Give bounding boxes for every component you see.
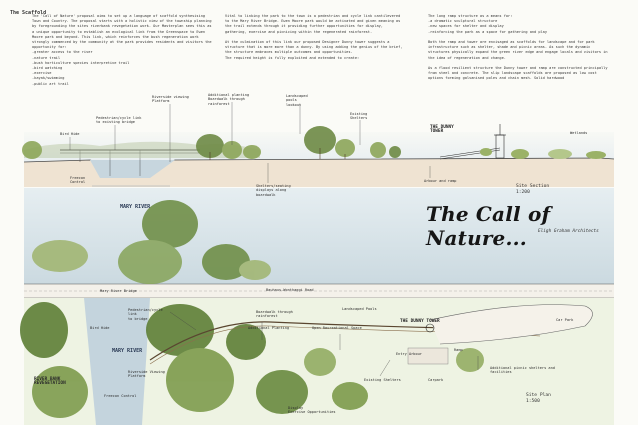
architect-credit: Eligh Graham Architects	[538, 229, 599, 234]
tag-plan-river-bank: RIVER BANK REVEGETATION	[34, 377, 66, 387]
tag-plan-boardwalk: Boardwalk through rainforest	[256, 310, 293, 319]
tag-plan-additional-picnic: Additional picnic shelters and facilitie…	[490, 366, 555, 375]
tag-plan-carpark: Carpark	[428, 378, 444, 382]
heading-scaffold: The Scaffold	[10, 10, 47, 16]
tag-section-landscaped-pools: Landscaped pools lookout	[286, 94, 308, 107]
site-section-scale: 1:200	[516, 190, 530, 195]
tag-plan-freecon-control: Freecon Control	[104, 394, 137, 398]
tag-plan-additional-planting: Additional Planting	[248, 326, 290, 330]
site-plan-label: Site Plan 1:500	[526, 393, 551, 405]
tag-section-pedestrian-cycle: Pedestrian/cycle link to existing bridge	[96, 116, 142, 125]
tag-section-wetlands: Wetlands	[570, 131, 588, 135]
tag-plan-entry-arbour: Entry Arbour	[396, 352, 422, 356]
tag-section-bird-hide: Bird Hide	[60, 132, 80, 136]
site-section-label: Site Section 1:200	[516, 184, 549, 196]
label-plan-mary-river: MARY RIVER	[112, 348, 143, 354]
site-section-title: Site Section	[516, 184, 550, 189]
tag-plan-existing-shelters: Existing Shelters	[364, 378, 401, 382]
tag-section-shelters-seating: Shelters/seating displays along boardwal…	[256, 184, 291, 197]
tag-plan-open-rec: Open Recreational Space	[312, 326, 362, 330]
tag-section-existing-shelters: Existing Shelters	[350, 112, 368, 121]
main-title: The Call of Nature...	[426, 202, 551, 250]
tag-section-additional-planting: Additional planting Boardwalk through ra…	[208, 93, 250, 106]
text-column-middle: Vital to linking the park to the town is…	[225, 14, 403, 60]
tag-plan-road: Bauhaus-Wonthaggi Road	[266, 288, 314, 292]
text-column-left: The 'Call of Nature' proposal aims to se…	[32, 14, 212, 86]
tag-plan-display: Display Exercise Opportunities	[288, 406, 336, 415]
tag-plan-viewing-platform: Riverside Viewing Platform	[128, 370, 165, 379]
tag-plan-car-park-top: Car Park	[556, 318, 574, 322]
tag-plan-dunny-tower: THE DUNNY TOWER	[400, 319, 440, 324]
site-plan-scale: 1:500	[526, 399, 540, 404]
site-plan-title: Site Plan	[526, 393, 551, 398]
site-plan-drawing	[20, 188, 614, 425]
tag-plan-mary-river-bridge: Mary River Bridge	[100, 289, 137, 293]
tag-section-arbour-ramp: Arbour and ramp	[424, 179, 457, 183]
tag-plan-landscaped-pools: Landscaped Pools	[342, 307, 377, 311]
tag-plan-ramp: Ramp	[454, 348, 463, 352]
tag-section-viewing-platform: Riverside viewing Platform	[152, 95, 189, 104]
site-section-drawing	[22, 102, 615, 187]
text-column-right: The long ramp structure as a means for: …	[428, 14, 608, 81]
tag-section-freecon-control: Freecon Control	[70, 176, 86, 185]
tag-plan-pedestrian-link: Pedestrian/cycle link to bridge	[128, 308, 163, 321]
tag-section-dunny-tower: THE DUNNY TOWER	[430, 125, 454, 135]
label-section-mary-river: MARY RIVER	[120, 204, 151, 210]
tag-plan-bird-hide: Bird Hide	[90, 326, 110, 330]
